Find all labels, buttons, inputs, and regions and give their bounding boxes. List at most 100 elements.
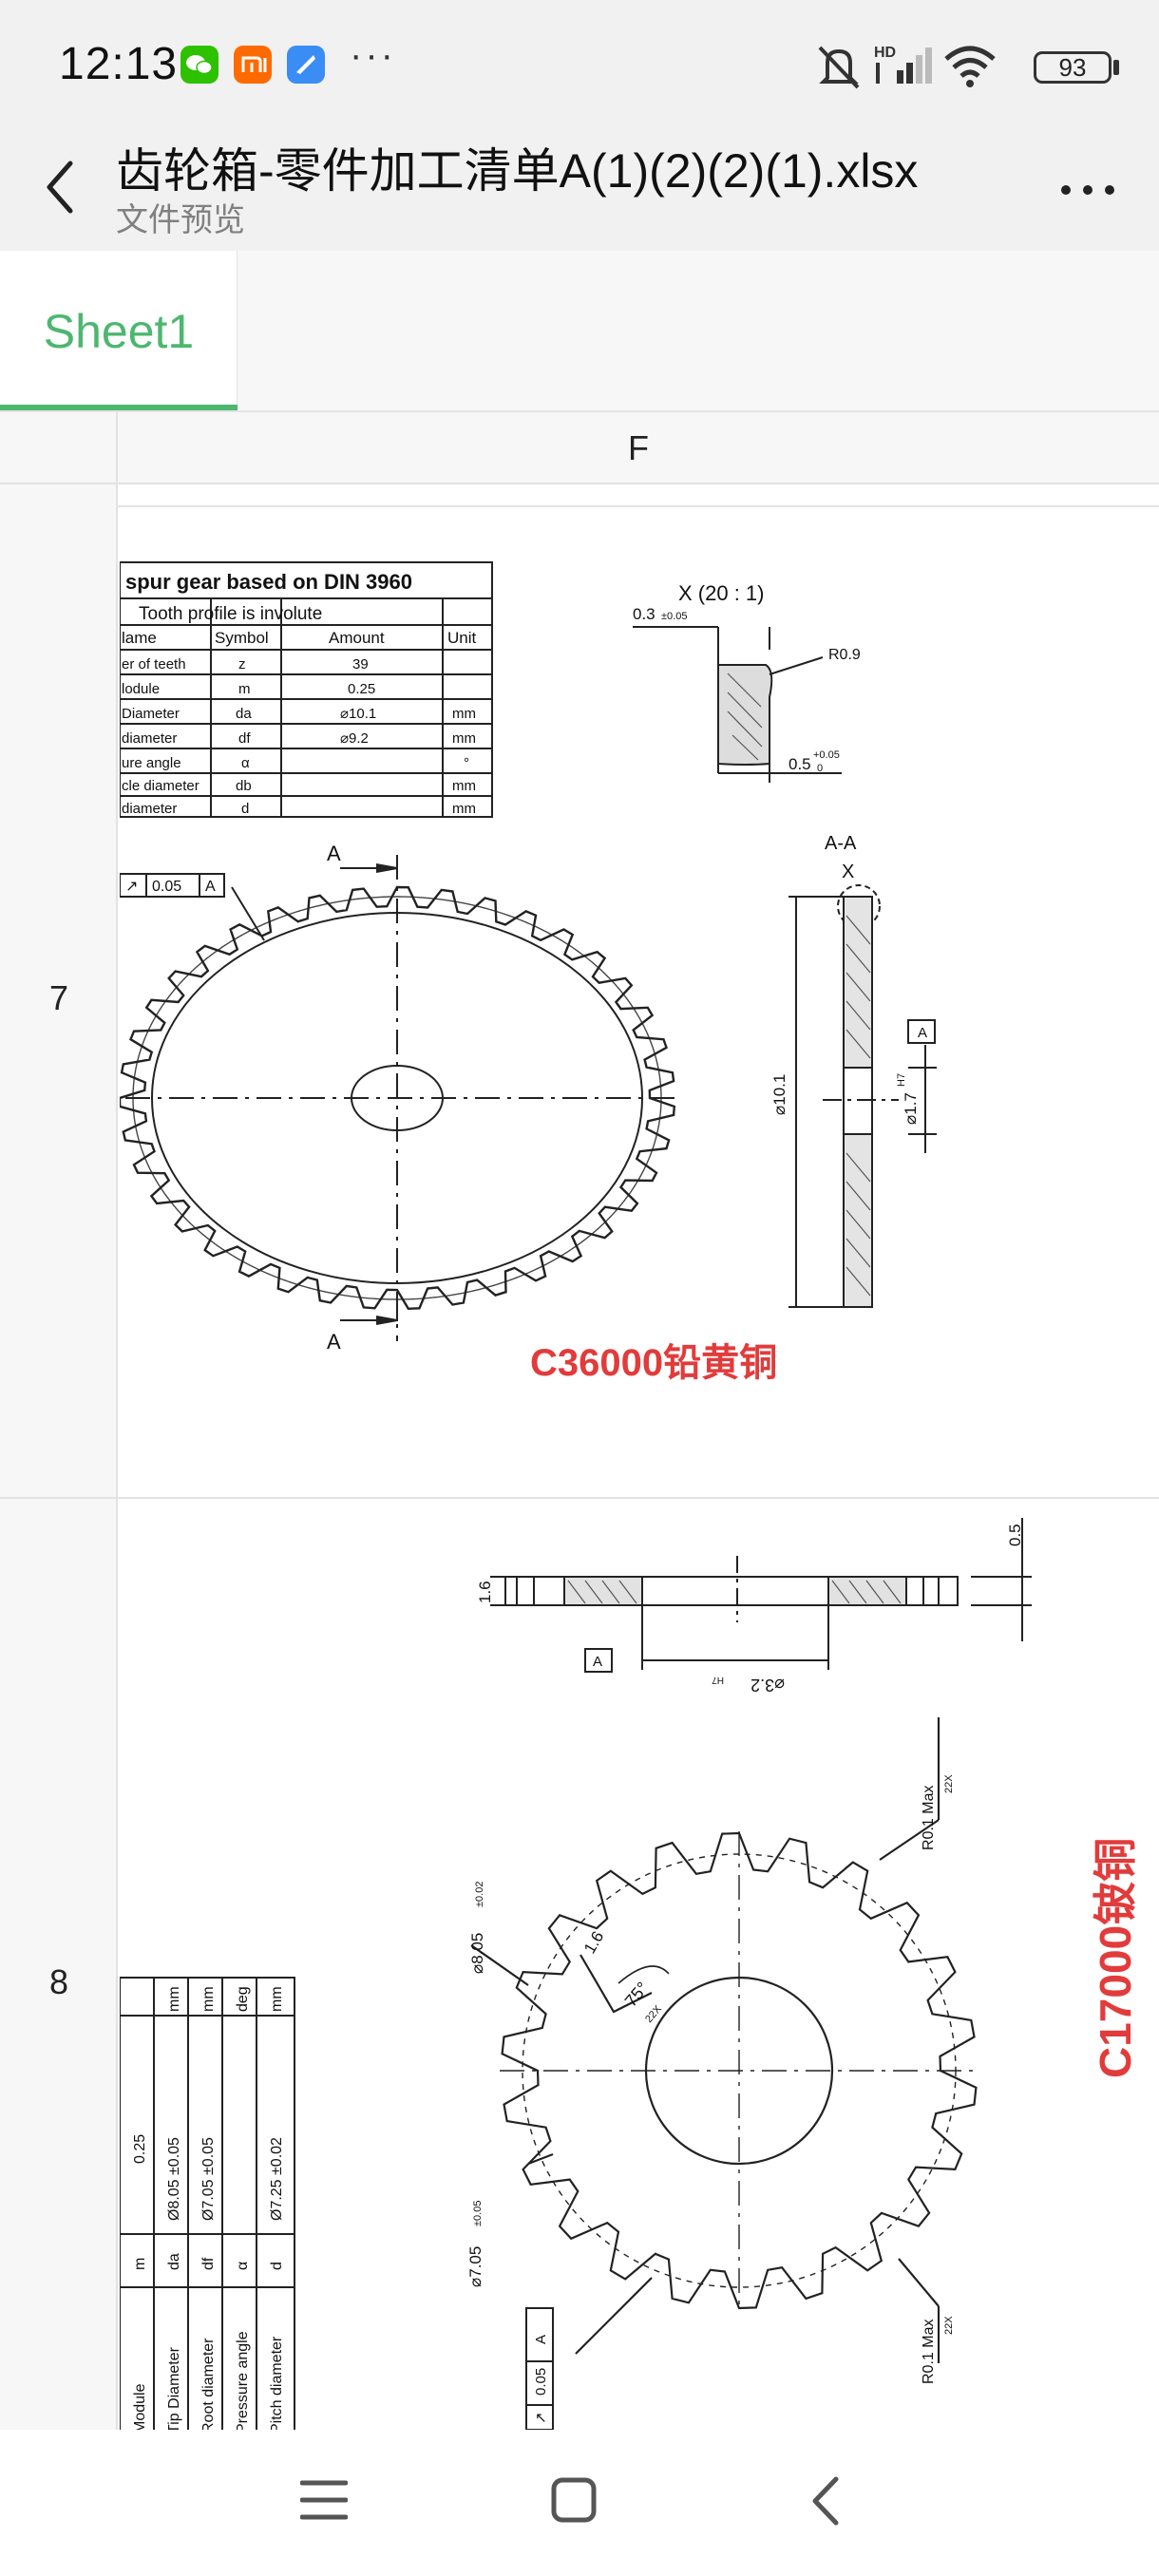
- signal-icon: HD: [874, 45, 932, 84]
- table-cell: d: [269, 2262, 285, 2270]
- tab-active-indicator: [0, 405, 238, 410]
- table-cell: mm: [166, 1986, 182, 2012]
- datum-box-8: A: [593, 1654, 602, 1670]
- table-cell: diameter: [122, 801, 177, 817]
- table-header-name: lame: [122, 629, 157, 647]
- sheet-tab-bar: Sheet1: [0, 251, 1159, 412]
- section-marker-bottom: A: [327, 1330, 341, 1354]
- signal-label: HD: [874, 45, 896, 61]
- more-options-icon[interactable]: [1054, 171, 1121, 209]
- svg-text:0.05: 0.05: [152, 879, 181, 895]
- cell-f8[interactable]: 1.6 0.5 A ⌀3.2 H7 1.6: [120, 1499, 1159, 2489]
- tip-diameter-dim: ⌀8.05: [468, 1933, 486, 1974]
- sheet-row-7: 7 spur gear based on DIN 3960 Tooth: [0, 507, 1159, 1499]
- material-label-8: C17000铍铜: [1091, 1838, 1140, 2078]
- row-header-8[interactable]: 8: [0, 1499, 118, 2489]
- svg-text:↗: ↗: [533, 2412, 549, 2424]
- dim-bore-diameter: ⌀1.7: [902, 1092, 920, 1125]
- section-aa-view: A-A X: [788, 833, 937, 1308]
- detail-x-view: X (20 : 1): [633, 581, 842, 783]
- table-cell: 39: [352, 656, 369, 672]
- table-cell: α: [235, 2262, 251, 2270]
- table-cell: ure angle: [122, 755, 181, 771]
- svg-text:X: X: [842, 862, 854, 882]
- section-marker-top: A: [327, 842, 341, 865]
- table-cell: Ø8.05 ±0.05: [166, 2137, 182, 2221]
- sheet-row-8: 8 1.6 0.: [0, 1499, 1159, 2491]
- status-time: 12:13: [59, 39, 179, 89]
- svg-text:A: A: [205, 879, 216, 895]
- detail-dim-bottom: 0.5: [788, 755, 811, 773]
- table-cell: df: [238, 730, 251, 747]
- tab-sheet1[interactable]: Sheet1: [0, 251, 238, 410]
- thickness-right: 0.5: [1006, 1524, 1024, 1546]
- gear-front-view: [120, 855, 676, 1341]
- mi-icon: [234, 46, 272, 84]
- title-bar: 齿轮箱-零件加工清单A(1)(2)(2)(1).xlsx 文件预览: [0, 133, 1159, 251]
- spacer-row: [0, 484, 1159, 507]
- table-cell: ⌀9.2: [340, 730, 369, 747]
- table-subtitle: Tooth profile is involute: [139, 604, 322, 624]
- file-title: 齿轮箱-零件加工清单A(1)(2)(2)(1).xlsx: [116, 144, 919, 198]
- detail-dim-top-tol: ±0.05: [661, 611, 687, 622]
- table-cell: mm: [200, 1986, 217, 2012]
- table-cell: mm: [452, 730, 476, 747]
- table-header-amount: Amount: [329, 629, 385, 647]
- bore-tolerance: H7: [712, 1675, 724, 1685]
- table-cell: Module: [132, 2383, 148, 2434]
- radius-top-count: 22X: [943, 1774, 955, 1793]
- table-cell: mm: [269, 1986, 285, 2012]
- back-icon[interactable]: [38, 154, 86, 220]
- gear-parameter-table: [120, 561, 493, 818]
- menu-icon[interactable]: [300, 2479, 348, 2521]
- table-cell: diameter: [122, 730, 177, 747]
- browser-icon: [287, 46, 325, 84]
- table-cell: ⌀10.1: [340, 706, 376, 722]
- table-cell: db: [236, 778, 252, 794]
- home-icon[interactable]: [551, 2477, 597, 2523]
- table-cell: Root diameter: [200, 2338, 217, 2434]
- table-cell: Ø7.25 ±0.02: [269, 2137, 285, 2221]
- table-cell: m: [238, 681, 251, 697]
- dim-bore-tol: H7: [896, 1073, 907, 1087]
- tolerance-frame: ↗ 0.05 A: [120, 873, 225, 898]
- datum-box: A: [918, 1025, 927, 1041]
- table-cell: er of teeth: [122, 656, 186, 672]
- gear-front-view-8: [470, 1717, 978, 2363]
- row-header: [0, 484, 118, 507]
- root-diameter-dim: ⌀7.05: [466, 2246, 484, 2287]
- svg-text:A-A: A-A: [825, 833, 857, 854]
- detail-dim-bottom-tol2: 0: [817, 763, 823, 774]
- thickness-left: 1.6: [476, 1581, 494, 1603]
- corner-cell[interactable]: [0, 412, 118, 484]
- tab-label: Sheet1: [43, 305, 195, 358]
- radius-bottom-dim: R0.1 Max: [921, 2320, 937, 2384]
- battery-level: 93: [1058, 53, 1087, 82]
- table-cell: d: [241, 801, 249, 817]
- gear-drawing-2: 1.6 0.5 A ⌀3.2 H7 1.6: [120, 1499, 1159, 2489]
- column-header-f[interactable]: F: [628, 428, 649, 467]
- table-cell: mm: [452, 778, 476, 794]
- battery-icon: 93: [1034, 51, 1112, 84]
- file-subtitle: 文件预览: [116, 202, 245, 238]
- column-header-row: F: [0, 412, 1159, 484]
- table-cell: lodule: [122, 681, 160, 697]
- cell-f7[interactable]: spur gear based on DIN 3960 Tooth profil…: [120, 507, 1159, 1497]
- table-cell: Pitch diameter: [269, 2336, 285, 2434]
- table-cell: 0.25: [348, 681, 375, 697]
- bore-dimension: ⌀3.2: [750, 1676, 785, 1695]
- row-header-7[interactable]: 7: [0, 507, 118, 1497]
- dim-outer-diameter: ⌀10.1: [770, 1074, 788, 1115]
- table-cell: mm: [452, 706, 476, 722]
- table-cell: Diameter: [122, 706, 180, 722]
- navigation-bar: [0, 2430, 1159, 2576]
- table-cell: Pressure angle: [235, 2331, 251, 2434]
- back-nav-icon[interactable]: [808, 2475, 846, 2527]
- table-cell: da: [166, 2253, 182, 2270]
- table-cell: da: [236, 706, 252, 722]
- status-bar: 12:13 ··· HD 93: [0, 0, 1159, 133]
- table-cell: 0.25: [132, 2134, 148, 2164]
- table-header-unit: Unit: [447, 629, 477, 647]
- gear-side-view: [490, 1518, 1032, 1673]
- detail-radius: R0.9: [828, 647, 861, 663]
